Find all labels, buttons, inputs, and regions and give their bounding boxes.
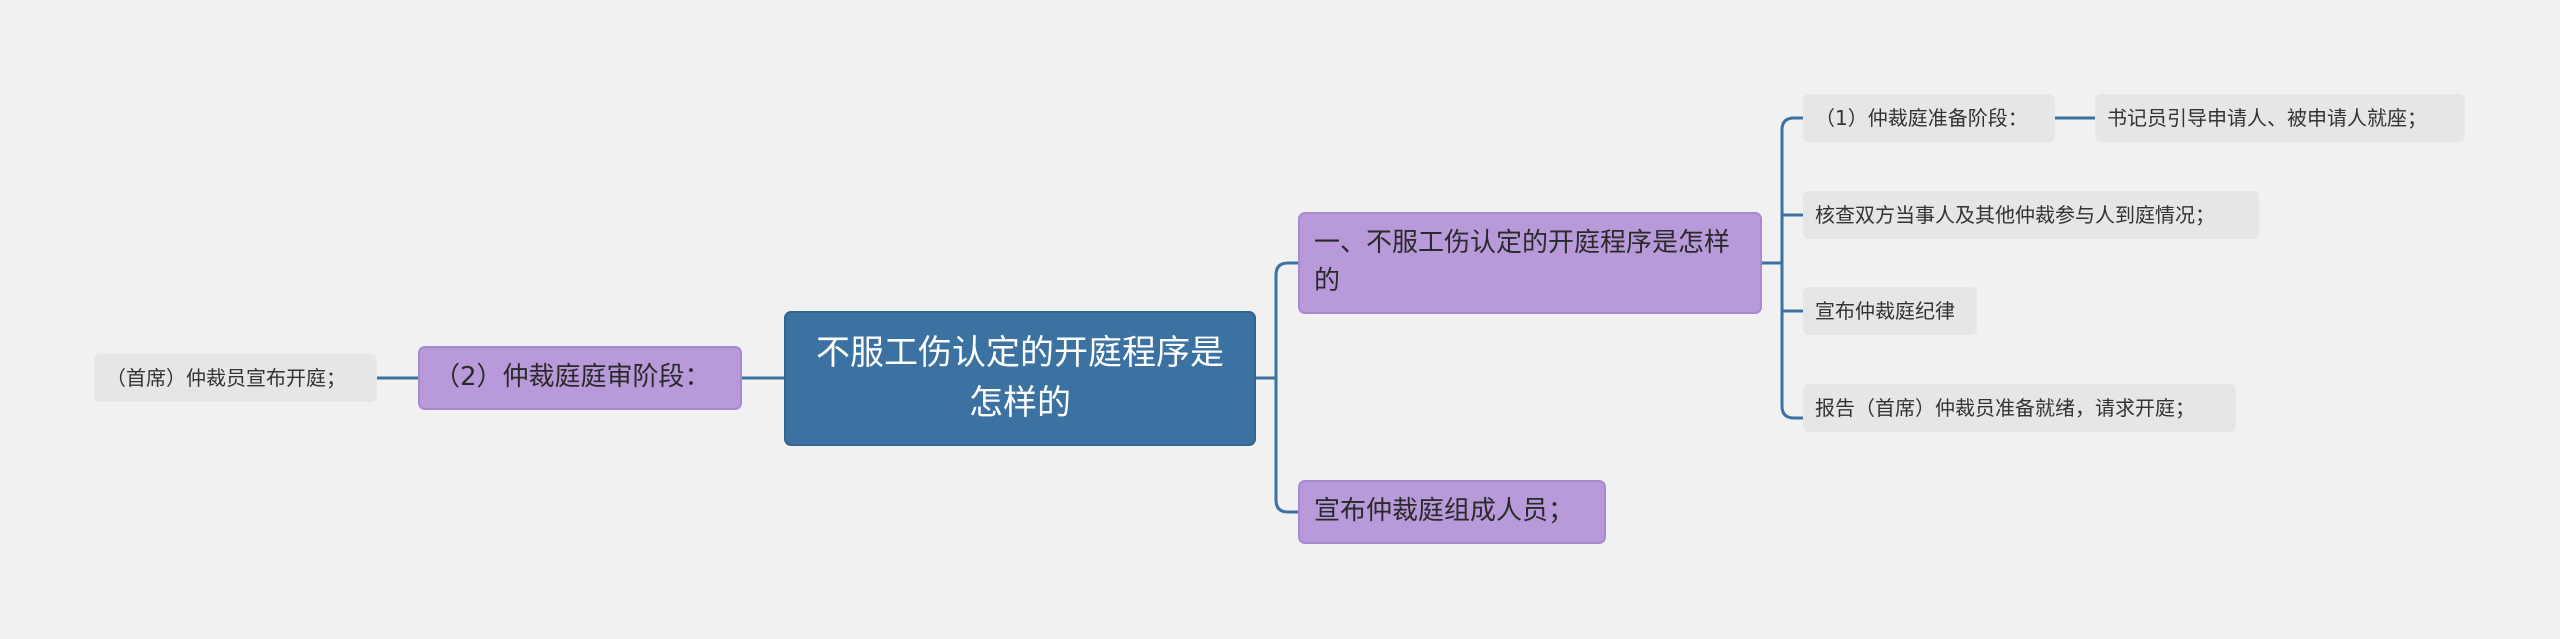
branch-topic-opening-procedure[interactable]: 一、不服工伤认定的开庭程序是怎样的 [1298, 212, 1762, 314]
root-topic[interactable]: 不服工伤认定的开庭程序是怎样的 [784, 311, 1256, 446]
subtopic-announce-discipline[interactable]: 宣布仲裁庭纪律 [1803, 287, 1977, 335]
subtopic-text: 书记员引导申请人、被申请人就座； [2107, 105, 2427, 130]
subtopic-report-ready[interactable]: 报告（首席）仲裁员准备就绪，请求开庭； [1803, 384, 2236, 432]
subtopic-text: （1）仲裁庭准备阶段： [1815, 105, 2028, 130]
branch-topic-text: 一、不服工伤认定的开庭程序是怎样的 [1314, 228, 1731, 296]
branch-topic-announce-tribunal-members[interactable]: 宣布仲裁庭组成人员； [1298, 480, 1606, 544]
branch-topic-hearing-stage[interactable]: （2）仲裁庭庭审阶段： [418, 346, 742, 410]
branch-topic-text: （2）仲裁庭庭审阶段： [434, 362, 711, 393]
subtopic-clerk-seating[interactable]: 书记员引导申请人、被申请人就座； [2095, 94, 2465, 142]
subtopic-verify-attendance[interactable]: 核查双方当事人及其他仲裁参与人到庭情况； [1803, 191, 2259, 239]
root-topic-text: 不服工伤认定的开庭程序是怎样的 [816, 333, 1224, 423]
subtopic-text: （首席）仲裁员宣布开庭； [106, 365, 346, 390]
subtopic-text: 宣布仲裁庭纪律 [1815, 298, 1955, 323]
subtopic-text: 核查双方当事人及其他仲裁参与人到庭情况； [1815, 202, 2215, 227]
branch-topic-text: 宣布仲裁庭组成人员； [1314, 496, 1575, 527]
subtopic-text: 报告（首席）仲裁员准备就绪，请求开庭； [1815, 395, 2195, 420]
subtopic-announce-opening[interactable]: （首席）仲裁员宣布开庭； [94, 354, 377, 402]
subtopic-preparation-stage[interactable]: （1）仲裁庭准备阶段： [1803, 94, 2055, 142]
